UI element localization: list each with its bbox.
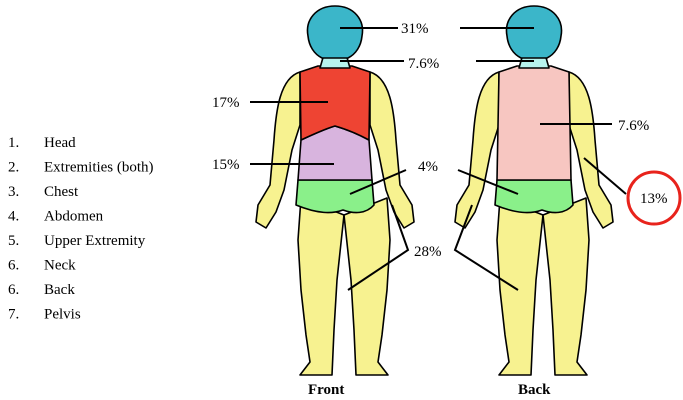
legend-item-number: 2. — [8, 160, 19, 176]
front-caption: Front — [308, 382, 344, 398]
legend-item-number: 3. — [8, 184, 19, 200]
legend-item-text: Abdomen — [44, 209, 104, 225]
back-head — [507, 6, 562, 58]
legend-item-text: Pelvis — [44, 307, 81, 323]
legend-item-text: Head — [44, 135, 76, 151]
neck-percent-label: 7.6% — [408, 56, 439, 72]
back-caption: Back — [518, 382, 551, 398]
front-head — [308, 6, 363, 58]
legend-item-text: Upper Extremity — [44, 233, 146, 249]
legend-item-number: 5. — [8, 233, 19, 249]
front-pelvis — [296, 180, 374, 213]
front-left-leg — [298, 198, 344, 375]
legend-item-number: 4. — [8, 209, 19, 225]
back-left-arm — [455, 72, 499, 228]
legend-item-text: Chest — [44, 184, 79, 200]
legend-item-text: Neck — [44, 258, 76, 274]
back-pelvis — [495, 180, 573, 213]
chest-percent-label: 17% — [212, 95, 240, 111]
legend-item-number: 7. — [8, 307, 19, 323]
head-percent-label: 31% — [401, 21, 429, 37]
back-right-leg — [543, 198, 589, 375]
extremities-percent-label: 28% — [414, 244, 442, 260]
legend-item-text: Back — [44, 282, 75, 298]
pelvis-percent-label: 4% — [418, 159, 438, 175]
legend-item-number: 1. — [8, 135, 19, 151]
back-percent-label: 7.6% — [618, 118, 649, 134]
back-left-leg — [497, 198, 543, 375]
legend-item-number: 6. — [8, 282, 19, 298]
legend-item-text: Extremities (both) — [44, 160, 154, 176]
front-left-arm — [256, 72, 300, 228]
upper-extremity-percent-label: 13% — [640, 191, 668, 207]
abdomen-percent-label: 15% — [212, 157, 240, 173]
legend-item-number: 6. — [8, 258, 19, 274]
front-right-leg — [344, 198, 390, 375]
legend-list: 1. Head 2. Extremities (both) 3. Chest 4. Abdom… — [8, 135, 154, 323]
